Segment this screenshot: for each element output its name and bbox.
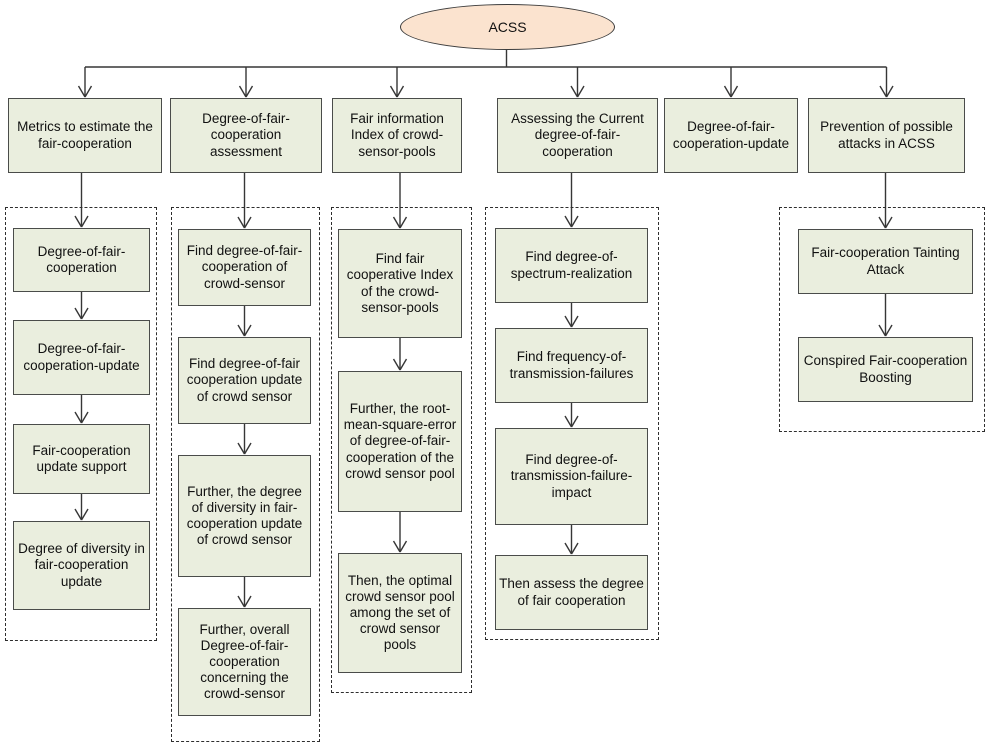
step-conspired-boosting: Conspired Fair-cooperation Boosting: [798, 337, 973, 402]
step-degree-of-fair-cooperation: Degree-of-fair-cooperation: [13, 228, 150, 292]
step-diversity-update-crowd-sensor: Further, the degree of diversity in fair…: [178, 455, 311, 577]
top-node-fair-information-index: Fair information Index of crowd-sensor-p…: [332, 98, 462, 173]
top-node-cooperation-assessment: Degree-of-fair-cooperation assessment: [170, 98, 322, 173]
step-diversity-in-update: Degree of diversity in fair-cooperation …: [13, 521, 150, 610]
step-cooperation-update: Degree-of-fair-cooperation-update: [13, 320, 150, 395]
step-overall-degree-crowd-sensor: Further, overall Degree-of-fair-cooperat…: [178, 608, 311, 716]
top-node-assessing-current-degree: Assessing the Current degree-of-fair-coo…: [497, 98, 658, 173]
step-spectrum-realization: Find degree-of-spectrum-realization: [495, 228, 648, 303]
step-update-support: Fair-cooperation update support: [13, 424, 150, 494]
step-transmission-failures: Find frequency-of-transmission-failures: [495, 328, 648, 403]
top-node-cooperation-update: Degree-of-fair-cooperation-update: [664, 98, 798, 173]
top-node-attack-prevention: Prevention of possible attacks in ACSS: [808, 98, 965, 173]
top-node-metrics-estimate: Metrics to estimate the fair-cooperation: [8, 98, 162, 173]
step-find-update-crowd-sensor: Find degree-of-fair cooperation update o…: [178, 337, 311, 424]
step-assess-degree-fair-cooperation: Then assess the degree of fair cooperati…: [495, 555, 648, 630]
step-tainting-attack: Fair-cooperation Tainting Attack: [798, 229, 973, 294]
step-fair-cooperative-index: Find fair cooperative Index of the crowd…: [338, 229, 462, 338]
step-find-degree-crowd-sensor: Find degree-of-fair-cooperation of crowd…: [178, 229, 311, 306]
step-failure-impact: Find degree-of-transmission-failure-impa…: [495, 428, 648, 525]
step-optimal-crowd-sensor-pool: Then, the optimal crowd sensor pool amon…: [338, 553, 462, 673]
acss-root-node: ACSS: [400, 4, 615, 50]
step-rmse-of-degree: Further, the root-mean-square-error of d…: [338, 371, 462, 512]
